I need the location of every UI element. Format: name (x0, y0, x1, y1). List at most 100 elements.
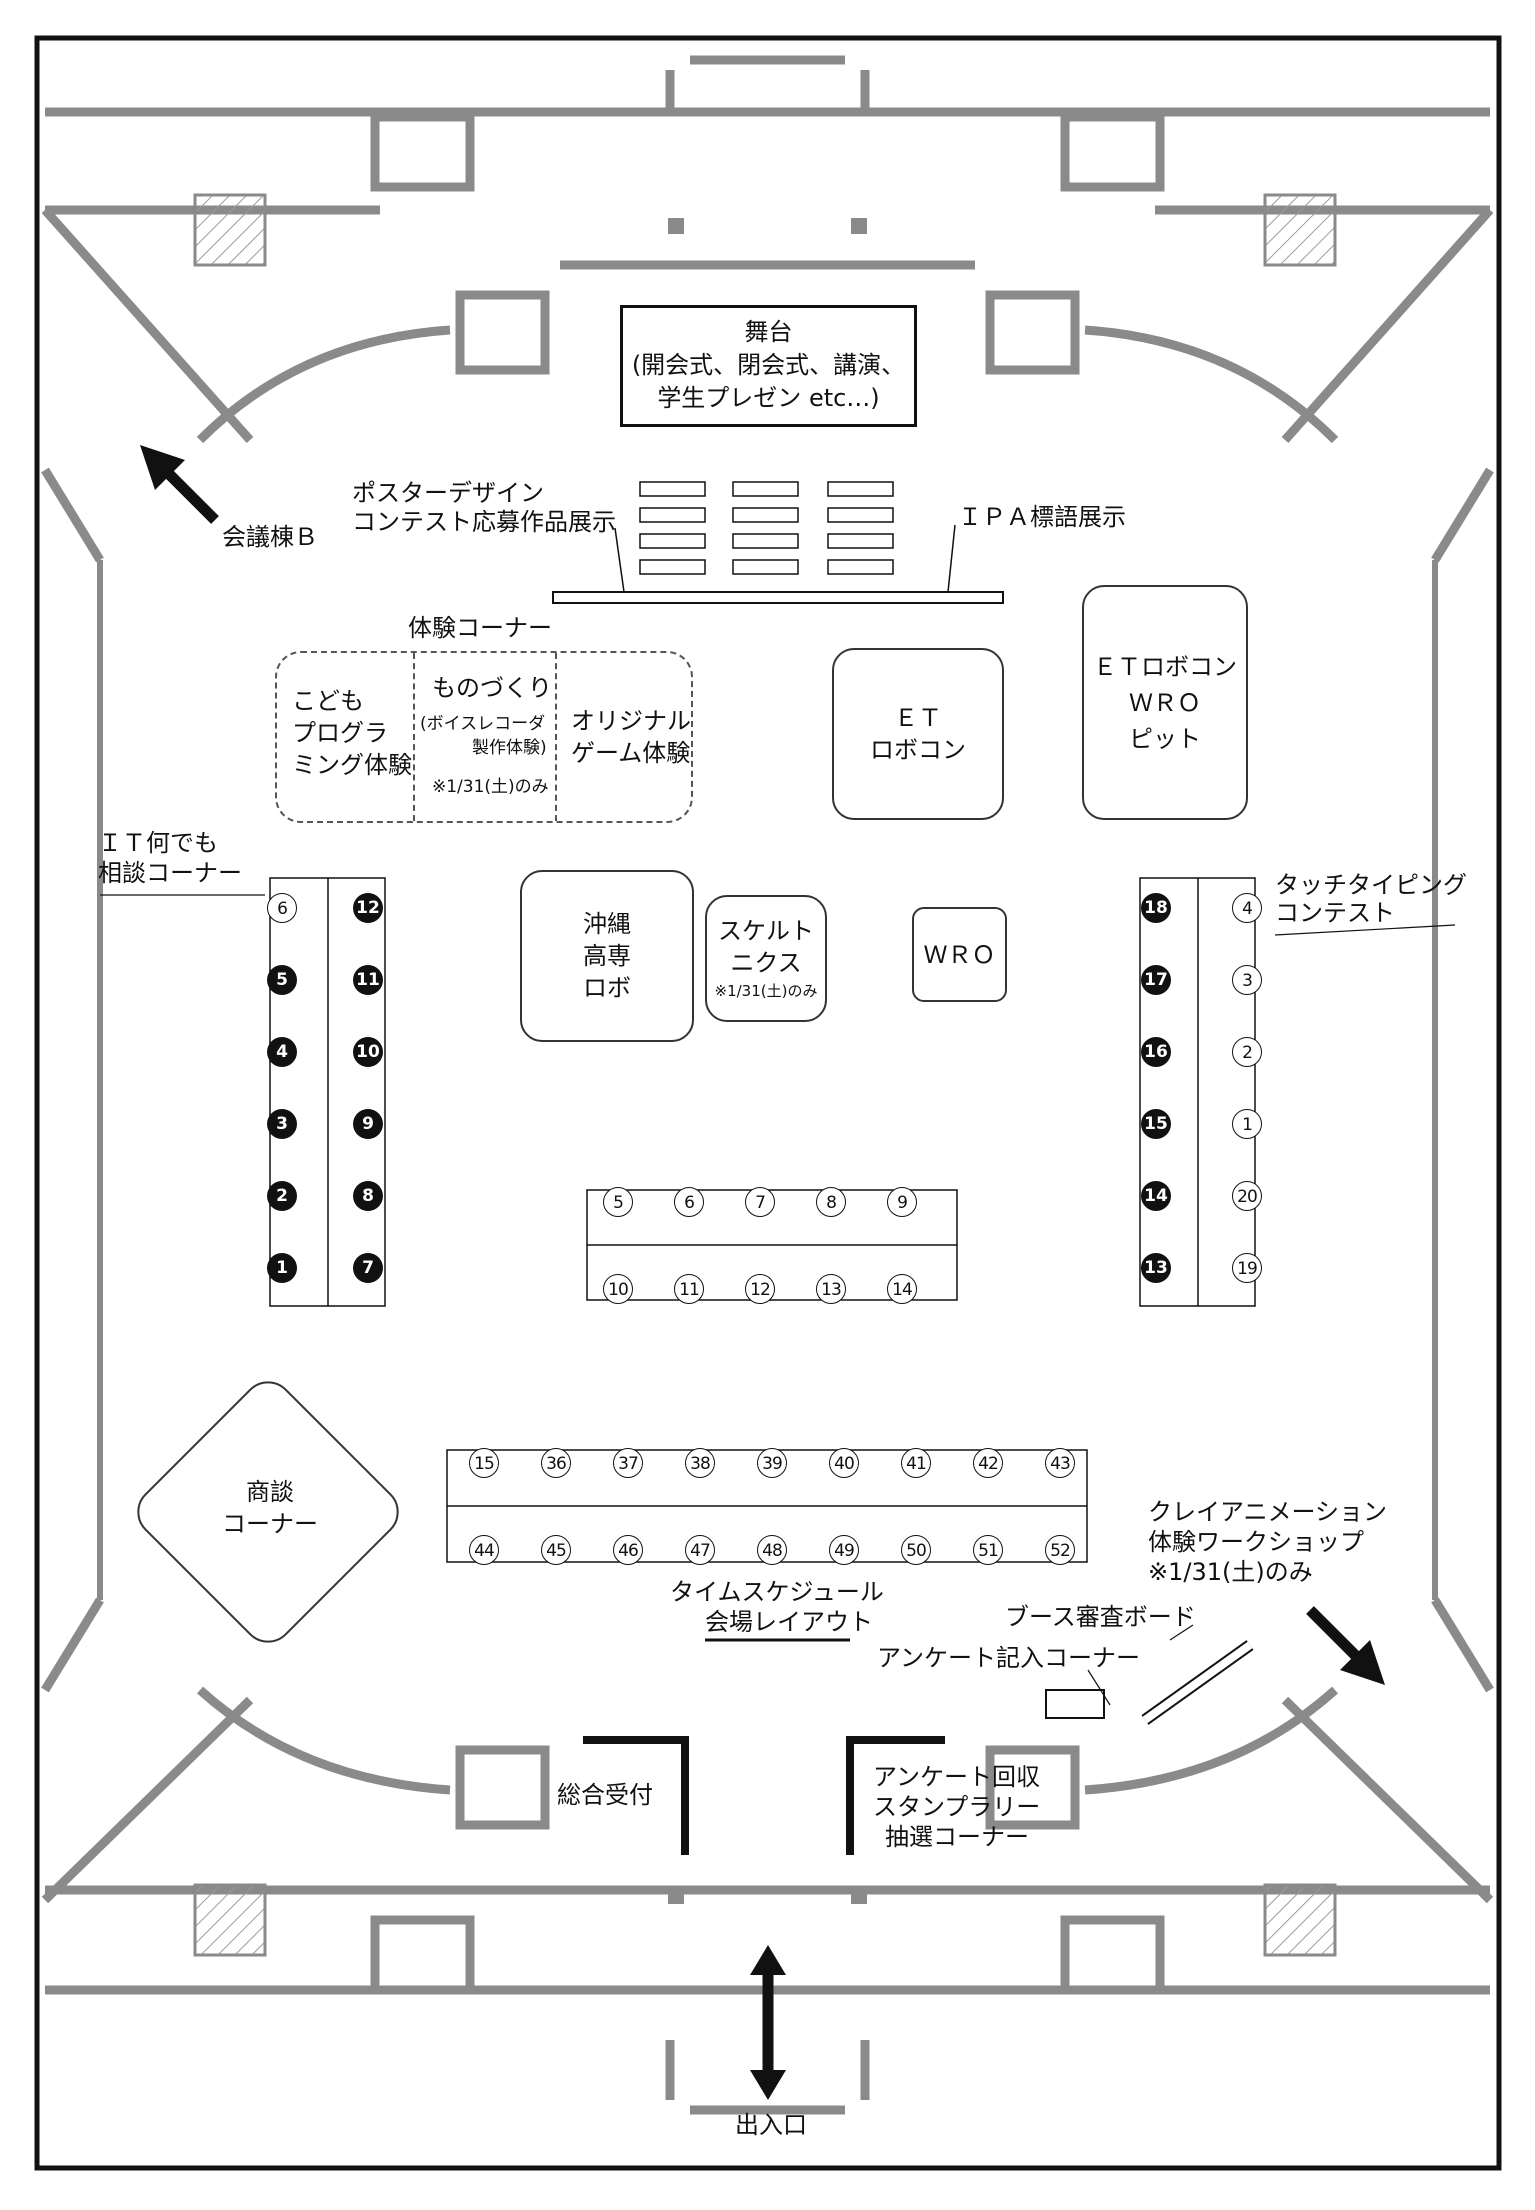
typing-label-2: コンテスト (1275, 899, 1395, 927)
booth-number: 52 (1045, 1535, 1075, 1565)
booth-number: 47 (685, 1535, 715, 1565)
booth-number: 9 (353, 1109, 383, 1139)
booth-number: 6 (674, 1187, 704, 1217)
exit-label: 出入口 (735, 2111, 807, 2139)
booth-number: 8 (353, 1181, 383, 1211)
etpit-line3: ピット (1129, 724, 1201, 753)
poster-label-1: ポスターデザイン (352, 479, 544, 507)
monozukuri: ものづくり (432, 674, 552, 702)
poster-label-2: コンテスト応募作品展示 (352, 508, 616, 536)
booth-number: 41 (901, 1448, 931, 1478)
booth-board-label: ブース審査ボード (1005, 1603, 1196, 1631)
skel-1: スケルト (718, 916, 814, 945)
kaishu-1: アンケート回収 (873, 1763, 1041, 1791)
booth-number: 5 (267, 965, 297, 995)
booth-number: 12 (745, 1274, 775, 1304)
booth-number: 15 (469, 1448, 499, 1478)
timeschedule-label: タイムスケジュール (670, 1578, 884, 1606)
booth-number: 1 (267, 1253, 297, 1283)
kaishu-3: 抽選コーナー (885, 1823, 1029, 1851)
et-robocon-box: ＥＴ ロボコン (832, 648, 1004, 820)
booth-number: 5 (603, 1187, 633, 1217)
booth-number: 14 (887, 1274, 917, 1304)
booth-number: 6 (267, 893, 297, 923)
booth-number: 50 (901, 1535, 931, 1565)
booth-number: 45 (541, 1535, 571, 1565)
layout-label: 会場レイアウト (705, 1608, 873, 1636)
stage-box: 舞台 (開会式、閉会式、講演、 学生プレゼン etc…) (620, 305, 917, 427)
booth-number: 11 (674, 1274, 704, 1304)
booth-number: 46 (613, 1535, 643, 1565)
taiken-label: 体験コーナー (408, 614, 552, 642)
it-label-2: 相談コーナー (98, 859, 242, 887)
booth-number: 2 (1232, 1037, 1262, 1067)
enquete-fill-label: アンケート記入コーナー (877, 1644, 1141, 1672)
audience-seats (639, 481, 894, 575)
shodan-1: 商談 (246, 1478, 294, 1506)
clay-2: 体験ワークショップ (1148, 1528, 1364, 1556)
booth-number: 14 (1141, 1181, 1171, 1211)
booth-number: 16 (1141, 1037, 1171, 1067)
booth-number: 7 (353, 1253, 383, 1283)
booth-number: 18 (1141, 893, 1171, 923)
hatched-column (1263, 193, 1337, 267)
booth-number: 44 (469, 1535, 499, 1565)
kodomo-1: こども (292, 687, 364, 715)
original-2: ゲーム体験 (571, 739, 691, 767)
booth-number: 49 (829, 1535, 859, 1565)
building-walls (41, 55, 1494, 2115)
arrows (140, 445, 1385, 2100)
taiken-area (275, 651, 693, 823)
kaigi-label: 会議棟Ｂ (222, 523, 318, 551)
original-1: オリジナル (571, 707, 691, 735)
hatched-column (193, 1883, 267, 1957)
booth-number: 11 (353, 965, 383, 995)
et-pit-box: ＥＴロボコン ＷＲＯ ピット (1082, 585, 1248, 820)
okinawa-1: 沖縄 (583, 910, 631, 938)
et-line1: ＥＴ (894, 704, 942, 732)
booth-number: 20 (1232, 1181, 1262, 1211)
booth-number: 1 (1232, 1109, 1262, 1139)
monozukuri-sub1: (ボイスレコーダ (420, 714, 546, 734)
booth-number: 4 (1232, 893, 1262, 923)
booth-number: 2 (267, 1181, 297, 1211)
booth-number: 37 (613, 1448, 643, 1478)
booth-number: 12 (353, 893, 383, 923)
reception-desk (583, 1736, 689, 1855)
sogo-label: 総合受付 (557, 1781, 653, 1809)
wro-label: ＷＲＯ (923, 940, 996, 969)
booth-number: 51 (973, 1535, 1003, 1565)
stage-title: 舞台 (744, 318, 793, 346)
okinawa-3: ロボ (583, 974, 631, 1002)
posts (668, 218, 867, 1904)
booth-number: 39 (757, 1448, 787, 1478)
booth-number: 3 (1232, 965, 1262, 995)
survey-table (1045, 1689, 1105, 1719)
booth-number: 10 (603, 1274, 633, 1304)
kodomo-2: プログラ (292, 719, 388, 747)
booth-number: 38 (685, 1448, 715, 1478)
map-frame (34, 35, 1502, 2171)
collection-desk (846, 1736, 945, 1855)
okinawa-2: 高専 (583, 942, 631, 970)
shodan-2: コーナー (222, 1510, 318, 1538)
hatched-column (193, 193, 267, 267)
etpit-line1: ＥＴロボコン (1093, 652, 1237, 681)
booth-number: 9 (887, 1187, 917, 1217)
booth-number: 36 (541, 1448, 571, 1478)
booth-number: 13 (1141, 1253, 1171, 1283)
hatched-column (1263, 1883, 1337, 1957)
booth-number: 7 (745, 1187, 775, 1217)
booth-number: 48 (757, 1535, 787, 1565)
typing-label-1: タッチタイピング (1275, 871, 1467, 899)
it-label-1: ＩＴ何でも (98, 829, 218, 857)
monozukuri-sub2: 製作体験) (472, 738, 547, 758)
okinawa-box: 沖縄 高専 ロボ (520, 870, 694, 1042)
clay-1: クレイアニメーション (1148, 1498, 1388, 1526)
booth-number: 42 (973, 1448, 1003, 1478)
skel-note: ※1/31(土)のみ (714, 981, 818, 1000)
booth-number: 43 (1045, 1448, 1075, 1478)
ipa-label: ＩＰＡ標語展示 (958, 503, 1126, 531)
booth-number: 17 (1141, 965, 1171, 995)
kodomo-3: ミング体験 (292, 751, 412, 779)
